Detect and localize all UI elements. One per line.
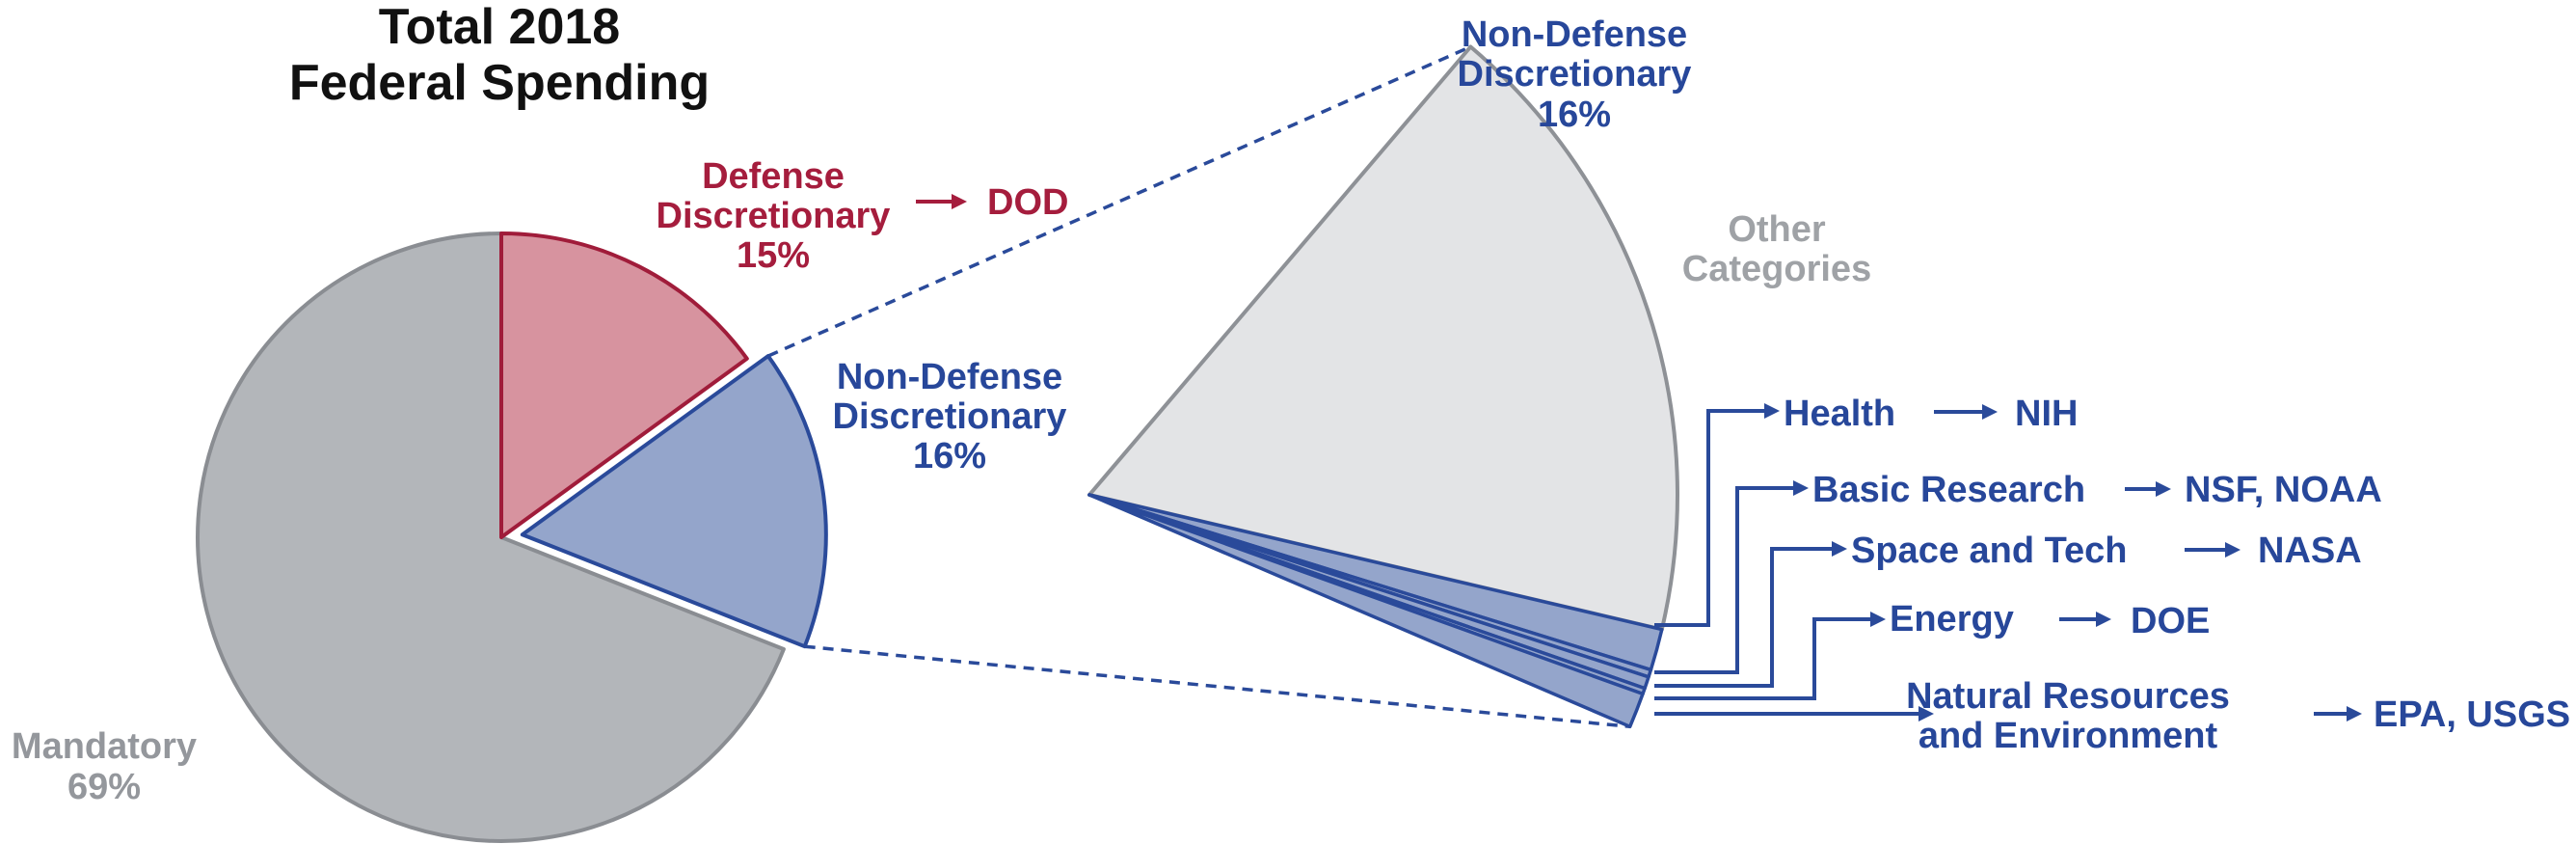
callout-energy — [1654, 617, 1872, 700]
label-defense-percent: 15% — [737, 235, 810, 276]
callout-health-arrowhead — [1764, 403, 1780, 419]
pie-slice-non-defense-discretionary — [520, 354, 828, 649]
label-energy: Energy — [1890, 599, 2014, 640]
breakdown-slice-other-categories — [1087, 44, 1679, 632]
label-doe: DOE — [2131, 601, 2210, 641]
breakdown-slice-natural-resources — [1087, 493, 1645, 729]
callout-energy-arrowhead — [1870, 612, 1886, 627]
label-defense-line-2: Discretionary — [657, 196, 891, 236]
chart-title-line-2: Federal Spending — [289, 55, 710, 111]
label-non-defense-line-2: Discretionary — [833, 396, 1067, 437]
label-health: Health — [1784, 394, 1895, 434]
callout-natural-arrowhead — [1919, 706, 1934, 721]
arrows — [916, 194, 2362, 721]
label-natural-resources-line-2: and Environment — [1919, 716, 2218, 756]
pie-slice-mandatory — [196, 231, 786, 843]
breakdown-pie — [1087, 44, 1679, 729]
arrow-to-dod-head — [952, 194, 967, 209]
label-nasa: NASA — [2258, 531, 2362, 571]
pie-slice-defense-discretionary — [499, 231, 749, 539]
arrow-to-epa-usgs-head — [2347, 706, 2362, 721]
label-dod: DOD — [987, 182, 1068, 223]
label-non-defense-percent: 16% — [913, 436, 986, 476]
callout-basic-arrowhead — [1793, 480, 1809, 496]
arrow-to-nasa-head — [2225, 542, 2241, 558]
arrow-to-nsf-noaa-head — [2156, 481, 2171, 497]
callout-space-and-tech — [1654, 547, 1834, 688]
arrow-to-doe-head — [2096, 612, 2111, 627]
breakdown-title-line-1: Non-Defense — [1462, 14, 1687, 55]
callout-lines — [1654, 409, 1920, 716]
breakdown-title-line-2: Discretionary — [1458, 54, 1692, 95]
label-mandatory: Mandatory — [12, 726, 197, 767]
label-defense-line-1: Defense — [702, 156, 845, 197]
callout-health — [1654, 409, 1766, 627]
label-space-and-tech: Space and Tech — [1851, 531, 2128, 571]
label-basic-research: Basic Research — [1812, 470, 2085, 510]
arrow-to-nih-head — [1982, 404, 1998, 420]
chart-title-line-1: Total 2018 — [379, 0, 620, 55]
callout-space-arrowhead — [1832, 541, 1847, 557]
label-non-defense-line-1: Non-Defense — [837, 357, 1062, 397]
label-natural-resources-line-1: Natural Resources — [1906, 676, 2230, 717]
label-mandatory-percent: 69% — [67, 767, 141, 807]
label-other-categories-line-2: Categories — [1682, 249, 1871, 289]
label-other-categories-line-1: Other — [1728, 209, 1826, 250]
connector-line-bottom — [804, 644, 1630, 729]
label-nih: NIH — [2015, 394, 2078, 434]
callout-basic-research — [1654, 486, 1795, 674]
label-nsf-noaa: NSF, NOAA — [2185, 470, 2382, 510]
breakdown-title-percent: 16% — [1538, 95, 1611, 135]
label-epa-usgs: EPA, USGS — [2374, 694, 2570, 735]
